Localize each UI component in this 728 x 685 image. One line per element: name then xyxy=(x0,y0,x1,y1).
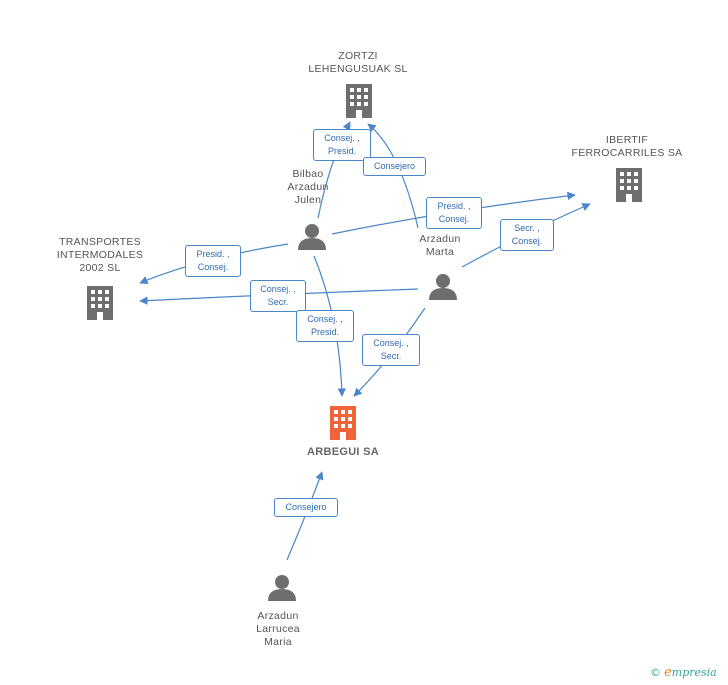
label-line: Consej. , xyxy=(260,284,296,294)
label-line: Consej. xyxy=(438,214,470,224)
marta-person-icon xyxy=(429,274,457,300)
label-line: Bilbao xyxy=(292,168,324,180)
edge-label-maria-arbegui: Consejero xyxy=(274,498,338,517)
label-line: Consej. , xyxy=(307,314,343,324)
label-line: Julen xyxy=(294,194,322,206)
edge-marta-zortzi xyxy=(367,123,419,229)
label-line: Presid. xyxy=(310,327,339,337)
label-line: Arzadun xyxy=(287,181,329,193)
edge-label-marta-zortzi: Consejero xyxy=(363,157,426,176)
label-line: TRANSPORTES xyxy=(59,236,141,248)
edge-label-bilbao-transportes: Presid. , Consej. xyxy=(185,245,241,277)
label-line: Arzadun xyxy=(257,610,299,622)
label-line: Secr. , xyxy=(514,223,540,233)
zortzi-building-icon xyxy=(346,84,372,118)
logo-e: e xyxy=(664,665,672,680)
label-line: Larrucea xyxy=(256,623,300,635)
edge-label-marta-arbegui: Consej. , Secr. xyxy=(362,334,420,366)
label-line: Secr. xyxy=(267,297,289,307)
ibertif-building-icon xyxy=(616,168,642,202)
label-line: Arzadun xyxy=(419,233,461,245)
label-line: Presid. xyxy=(327,146,356,156)
label-line: Consej. xyxy=(511,236,543,246)
company-label-arbegui[interactable]: ARBEGUI SA xyxy=(283,446,403,459)
label-line: INTERMODALES xyxy=(56,249,144,261)
label-line: IBERTIF xyxy=(605,134,649,146)
edge-label-marta-transportes: Consej. , Secr. xyxy=(250,280,306,312)
label-line: Maria xyxy=(264,636,292,648)
edge-label-bilbao-zortzi: Consej. , Presid. xyxy=(313,129,371,161)
label-line: Secr. xyxy=(380,351,402,361)
label-line: Presid. , xyxy=(437,201,471,211)
arbegui-building-icon xyxy=(330,406,356,440)
transportes-building-icon xyxy=(87,286,113,320)
label-line: Consejero xyxy=(285,502,327,512)
edge-maria-arbegui xyxy=(286,471,324,561)
empresia-watermark[interactable]: © empresia xyxy=(650,665,717,680)
edge-label-bilbao-arbegui: Consej. , Presid. xyxy=(296,310,354,342)
label-line: LEHENGUSUAK SL xyxy=(308,63,408,75)
label-line: Consej. , xyxy=(373,338,409,348)
label-line: Consej. xyxy=(197,262,229,272)
edge-label-marta-ibertif: Secr. , Consej. xyxy=(500,219,554,251)
logo-text: mpresia xyxy=(671,666,717,679)
label-line: ZORTZI xyxy=(338,50,378,62)
label-line: Consej. , xyxy=(324,133,360,143)
label-line: FERROCARRILES SA xyxy=(571,147,683,159)
label-line: Consejero xyxy=(373,161,416,171)
copyright-symbol: © xyxy=(650,666,661,679)
edge-label-bilbao-ibertif: Presid. , Consej. xyxy=(426,197,482,229)
bilbao-person-icon xyxy=(298,224,326,250)
label-line: Marta xyxy=(425,246,455,258)
label-line: ARBEGUI SA xyxy=(306,446,380,458)
label-line: 2002 SL xyxy=(79,262,121,274)
label-line: Presid. , xyxy=(196,249,230,259)
maria-person-icon xyxy=(268,575,296,601)
